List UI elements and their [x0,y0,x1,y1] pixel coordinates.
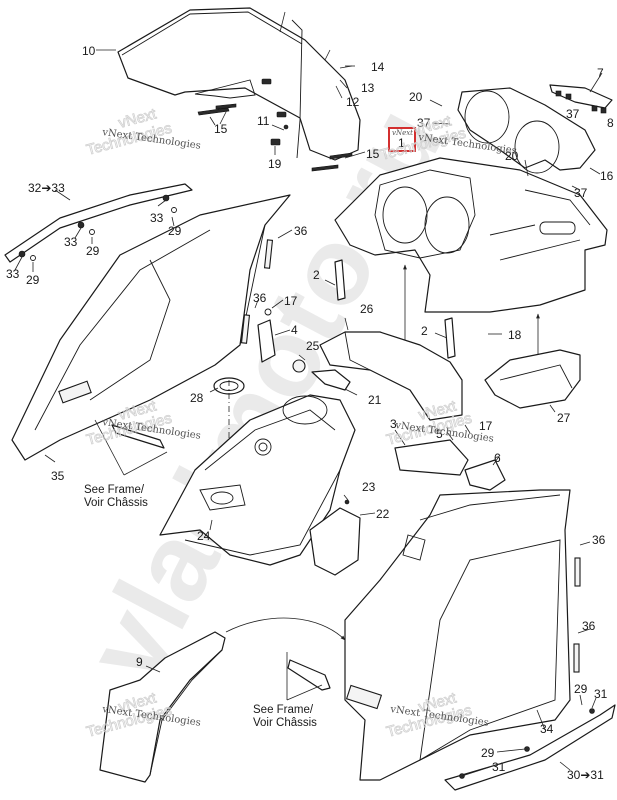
assembly-arrow [225,617,346,641]
part-label-4[interactable]: 4 [291,323,298,337]
windshield-part-10 [117,7,361,161]
part-label-7[interactable]: 7 [597,66,604,80]
note-line-2: Voir Châssis [84,497,148,509]
trim-part-32 [4,183,193,263]
bracket-part-3 [394,439,469,476]
see-frame-note-bottom: See Frame/ Voir Châssis [253,704,317,729]
part-label-13[interactable]: 13 [361,81,375,95]
part-label-25[interactable]: 25 [306,339,320,353]
part-label-17[interactable]: 17 [479,419,493,433]
part-label-29[interactable]: 29 [26,273,40,287]
part-label-1: 1 [398,136,405,150]
part-label-12[interactable]: 12 [346,95,360,109]
skid-part-30 [444,704,616,791]
part-label-37[interactable]: 37 [417,116,431,130]
part-label-2[interactable]: 2 [313,268,320,282]
part-label-27[interactable]: 27 [557,411,571,425]
front-fairing-part-1 [334,157,608,313]
part-label-29[interactable]: 29 [86,244,100,258]
part-label-8[interactable]: 8 [607,116,614,130]
gauge-housing-part-16 [457,87,596,174]
part-label-20[interactable]: 20 [505,149,519,163]
part-label-5[interactable]: 5 [436,427,443,441]
part-label-10[interactable]: 10 [82,44,96,58]
watermark-group-1: vNext Technologies vNext Technologies [84,105,201,159]
part-label-20[interactable]: 20 [409,90,423,104]
clip-part-2 [334,259,456,359]
part-label-22[interactable]: 22 [376,507,390,521]
part-label-26[interactable]: 26 [360,302,374,316]
strip-part-36 [574,557,581,587]
part-label-18[interactable]: 18 [508,328,522,342]
strip-part-36 [263,239,274,269]
visor-part-7 [549,84,613,114]
part-label-15[interactable]: 15 [366,147,380,161]
frame-bolt-bottom [286,652,331,701]
note-line-2: Voir Châssis [253,717,317,729]
note-line-1: See Frame/ [84,484,145,496]
part-label-32-33[interactable]: 32➔33 [28,181,65,195]
side-panel-part-35 [11,194,291,461]
part-label-9[interactable]: 9 [136,655,143,669]
part-label-29[interactable]: 29 [168,224,182,238]
see-frame-note-left: See Frame/ Voir Châssis [84,484,148,509]
part-label-15[interactable]: 15 [214,122,228,136]
note-line-1: See Frame/ [253,704,314,716]
bracket-part-21 [311,369,351,391]
part-label-36[interactable]: 36 [592,533,606,547]
plug-part-25 [292,359,306,373]
part-label-29[interactable]: 29 [574,682,588,696]
highlight-watermark: vNext [392,129,413,137]
strip-part-36 [573,643,580,673]
part-label-11[interactable]: 11 [257,114,270,128]
part-label-37[interactable]: 37 [574,186,588,200]
part-label-21[interactable]: 21 [368,393,382,407]
part-label-14[interactable]: 14 [371,60,385,74]
part-label-34[interactable]: 34 [540,722,554,736]
part-label-2[interactable]: 2 [421,324,428,338]
trim-part-26 [319,331,463,421]
part-label-31[interactable]: 31 [492,760,506,774]
bracket-part-4 [257,319,276,363]
highlight-part-1[interactable]: vNext 1 [388,127,416,152]
bracket-part-6 [464,459,506,491]
grille-part-22 [309,507,361,576]
part-label-17[interactable]: 17 [284,294,298,308]
part-label-33[interactable]: 33 [150,211,164,225]
lower-panel-part-34 [344,489,571,781]
part-label-36[interactable]: 36 [582,619,596,633]
part-label-23[interactable]: 23 [362,480,376,494]
part-label-35[interactable]: 35 [51,469,65,483]
part-label-33[interactable]: 33 [64,235,78,249]
frame-bolt-left [94,419,168,476]
part-label-33[interactable]: 33 [6,267,20,281]
part-label-36[interactable]: 36 [294,224,308,238]
cover-part-9 [99,631,226,783]
nut-part-17 [264,308,272,316]
leader-lines [14,49,603,777]
cover-part-27 [484,349,581,409]
part-label-28[interactable]: 28 [190,391,204,405]
part-label-37[interactable]: 37 [566,107,580,121]
part-labels: 10 14 13 12 15 15 11 19 20 20 37 37 37 7… [6,44,614,782]
part-label-16[interactable]: 16 [600,169,614,183]
console-part-24 [159,394,356,566]
part-label-6[interactable]: 6 [494,451,501,465]
part-label-36[interactable]: 36 [253,291,267,305]
part-label-29[interactable]: 29 [481,746,495,760]
strip-part-36 [240,314,251,344]
part-label-19[interactable]: 19 [268,157,282,171]
part-label-3[interactable]: 3 [390,417,397,431]
part-label-24[interactable]: 24 [197,529,211,543]
part-label-31[interactable]: 31 [594,687,608,701]
part-label-30-31[interactable]: 30➔31 [567,768,604,782]
